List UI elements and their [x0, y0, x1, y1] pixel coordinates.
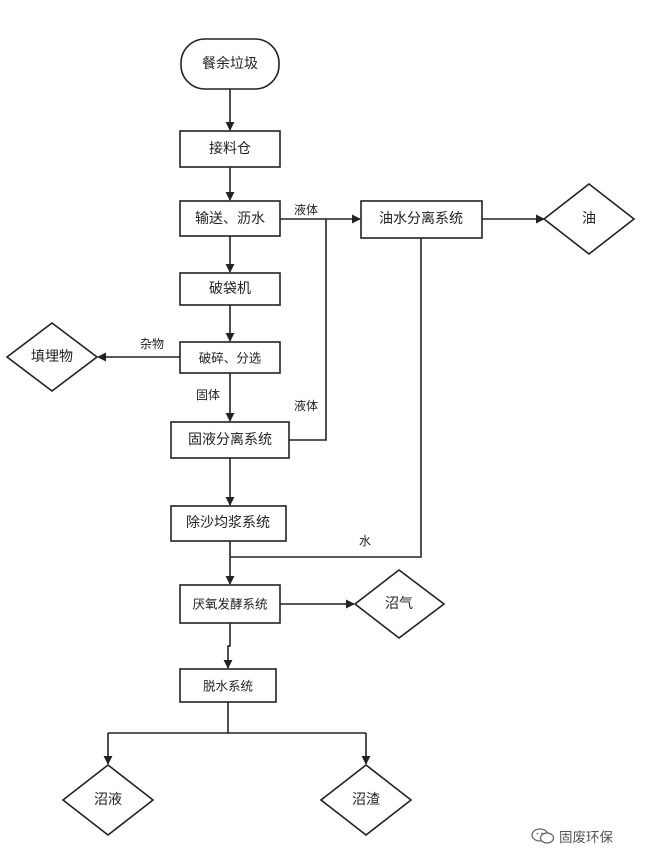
- biogas-slurry-node-label: 沼液: [94, 792, 122, 808]
- dewatering-label: 脱水系统: [203, 679, 253, 694]
- node-labels: 餐余垃圾 接料仓 输送、沥水 破袋机 破碎、分选 固液分离系统 除沙均浆系统 厌…: [31, 55, 596, 808]
- anaerobic-fermentation-label: 厌氧发酵系统: [192, 597, 267, 612]
- edge-labels: 液体 杂物 固体 液体 水: [140, 202, 371, 548]
- oil-water-separation-label: 油水分离系统: [379, 210, 463, 227]
- edge-solid-liquid-liquid-return: [289, 219, 327, 441]
- dewatering-shape: [179, 668, 277, 703]
- oil-node-label: 油: [582, 211, 596, 227]
- shapes: [5, 38, 636, 837]
- biogas-node-label: 沼气: [385, 596, 413, 612]
- crushing-sorting-label: 破碎、分选: [199, 351, 262, 366]
- wechat-icon: [531, 828, 555, 844]
- bag-breaker-label: 破袋机: [209, 281, 251, 297]
- oil-water-separation-shape: [360, 200, 483, 239]
- biogas-residue-node-label: 沼渣: [352, 792, 380, 808]
- landfill-node-label: 填埋物: [31, 349, 73, 365]
- landfill-node-shape: [5, 321, 99, 393]
- start-node-label: 餐余垃圾: [202, 55, 258, 72]
- conveying-draining-label: 输送、沥水: [195, 211, 265, 227]
- biogas-node-shape: [353, 568, 446, 640]
- oil-node-shape: [542, 182, 636, 256]
- connectors: [97, 89, 545, 765]
- anaerobic-fermentation-shape: [179, 584, 281, 624]
- edge-label-solid: 固体: [196, 388, 220, 402]
- desanding-homogenizing-label: 除沙均浆系统: [186, 515, 270, 531]
- biogas-residue-node-shape: [319, 763, 413, 837]
- crushing-sorting-shape: [179, 341, 281, 374]
- edge-anaerobic-to-dewatering: [223, 623, 233, 669]
- biogas-slurry-node-shape: [61, 763, 155, 837]
- edge-label-liquid-mid: 液体: [294, 398, 318, 413]
- receiving-bin-shape: [179, 130, 281, 168]
- edge-label-liquid-top: 液体: [294, 202, 318, 217]
- edge-oil-water-water-return: [230, 238, 422, 558]
- solid-liquid-separation-label: 固液分离系统: [188, 431, 272, 448]
- edge-label-water: 水: [359, 534, 371, 548]
- watermark-text: 固废环保: [559, 830, 613, 846]
- desanding-homogenizing-shape: [170, 505, 287, 542]
- watermark: 固废环保: [531, 826, 613, 846]
- start-node-shape: [180, 38, 280, 90]
- receiving-bin-label: 接料仓: [209, 140, 251, 157]
- bag-breaker-shape: [179, 272, 281, 306]
- conveying-draining-shape: [179, 200, 281, 237]
- solid-liquid-separation-shape: [170, 421, 290, 459]
- edge-label-impurities: 杂物: [140, 337, 164, 351]
